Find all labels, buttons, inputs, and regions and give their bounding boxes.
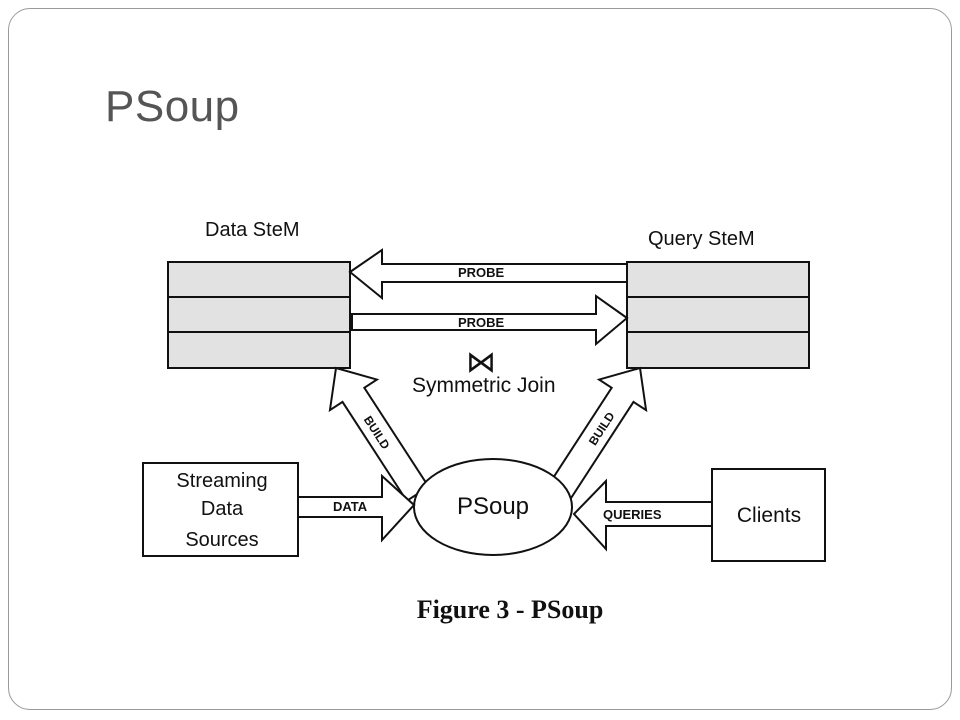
probe-label-top: PROBE — [458, 265, 505, 280]
psoup-node — [413, 458, 573, 556]
sources-line-2: Data — [201, 498, 244, 520]
probe-arrow-left — [348, 248, 628, 301]
clients-label: Clients — [737, 504, 801, 527]
clients-box — [711, 468, 826, 562]
psoup-label: PSoup — [457, 493, 529, 520]
data-stem-label: Data SteM — [205, 219, 299, 241]
data-arrow — [297, 473, 416, 543]
join-label: Symmetric Join — [412, 374, 556, 397]
query-stem-label: Query SteM — [648, 228, 755, 250]
queries-arrow — [572, 478, 713, 552]
queries-arrow-label: QUERIES — [603, 507, 662, 522]
probe-label-bottom: PROBE — [458, 315, 505, 330]
data-stem — [167, 261, 351, 369]
slide-title: PSoup — [105, 82, 240, 131]
data-arrow-label: DATA — [333, 499, 368, 514]
sources-line-1: Streaming — [176, 470, 267, 492]
join-symbol: ⋈ — [466, 346, 496, 379]
query-stem — [626, 261, 810, 369]
probe-arrow-right — [351, 294, 629, 347]
figure-caption: Figure 3 - PSoup — [417, 595, 604, 624]
sources-line-3: Sources — [185, 529, 258, 551]
